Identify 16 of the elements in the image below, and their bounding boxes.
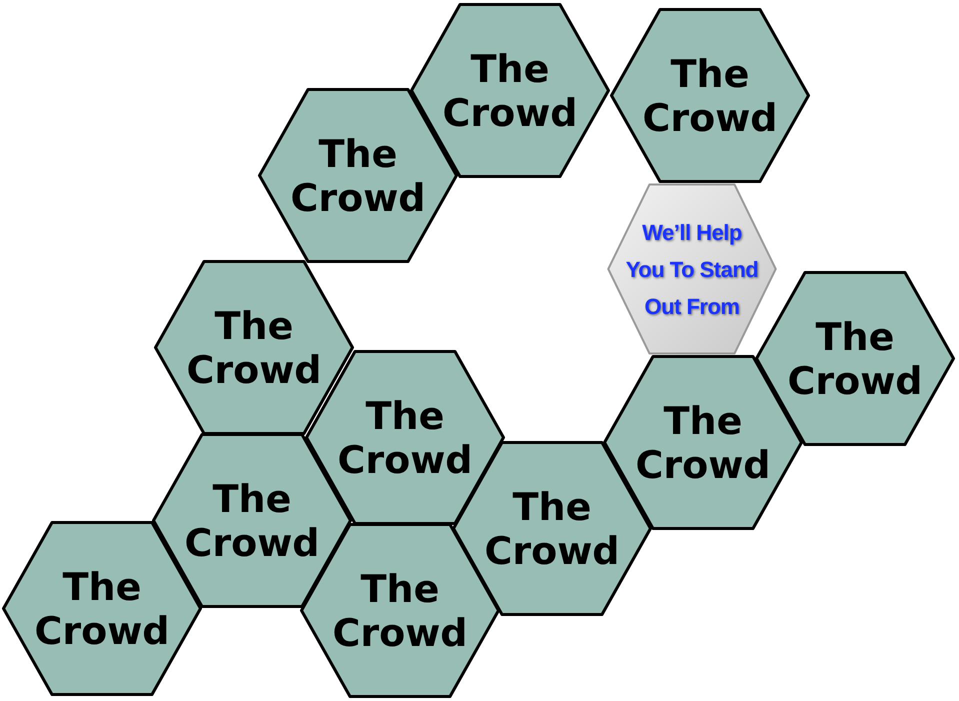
tile-text: The Crowd bbox=[183, 476, 321, 564]
tile-text: The Crowd bbox=[634, 398, 772, 486]
tile-text: The Crowd bbox=[483, 484, 621, 572]
tile-text: The Crowd bbox=[336, 394, 474, 482]
tile-text: The Crowd bbox=[641, 52, 779, 140]
tile-text: The Crowd bbox=[289, 132, 427, 220]
hexagon-tile bbox=[607, 183, 777, 355]
tile-text: The Crowd bbox=[33, 564, 171, 652]
hexagon-tile bbox=[610, 8, 810, 183]
tile-text: The Crowd bbox=[441, 46, 579, 134]
hexagon-tile bbox=[410, 3, 610, 178]
tile-text: The Crowd bbox=[786, 314, 924, 402]
hexagon-tile bbox=[154, 260, 354, 435]
tile-text: We’ll Help You To Stand Out From bbox=[624, 218, 760, 320]
tile-text: The Crowd bbox=[331, 566, 469, 654]
tile-text: The Crowd bbox=[185, 304, 323, 392]
